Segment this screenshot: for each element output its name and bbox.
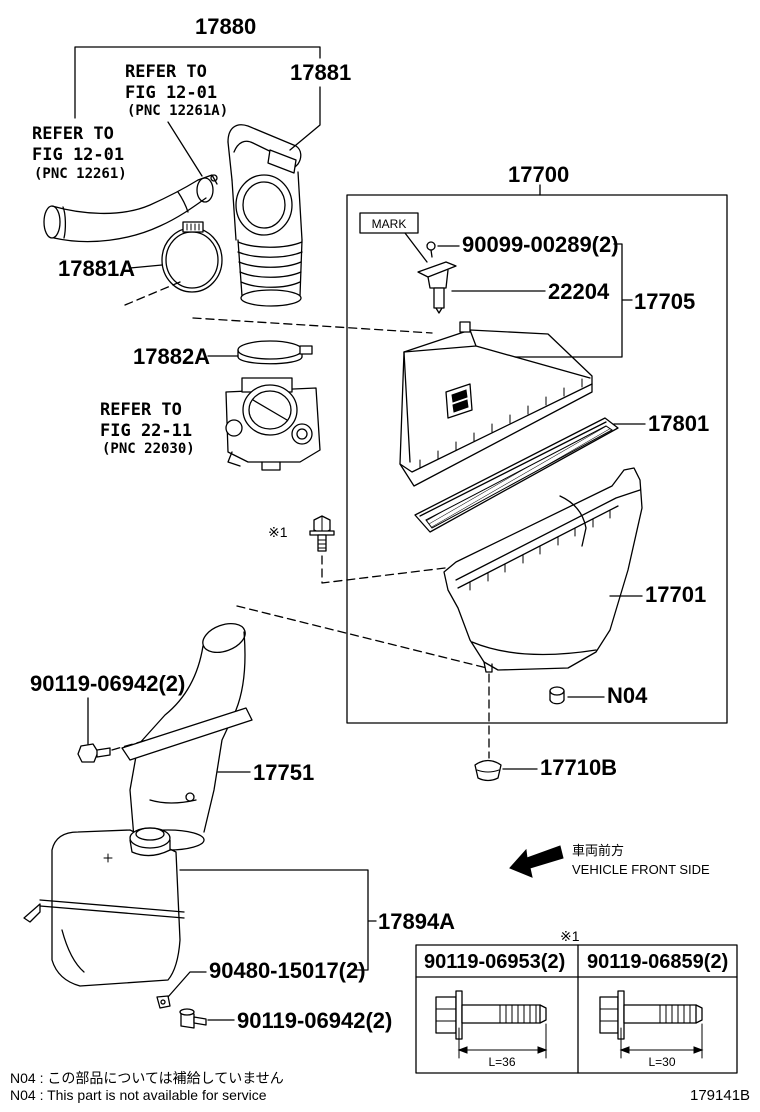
- resonator-17894A-drawing: [23, 827, 185, 987]
- bracket-17705: [514, 243, 633, 358]
- grommet-N04-drawing: [549, 686, 565, 705]
- figure-code: 179141B: [690, 1087, 750, 1104]
- callout-17751: 17751: [253, 760, 314, 785]
- sensor-22204-drawing: [417, 261, 457, 314]
- refer-line2: FIG 12-01: [32, 145, 124, 165]
- leader-90480: [167, 971, 207, 998]
- callout-17701: 17701: [645, 582, 706, 607]
- star-ref-label: ※1: [268, 524, 288, 540]
- callout-22204: 22204: [548, 279, 610, 304]
- callout-17710B: 17710B: [540, 755, 617, 780]
- bolt-table-ref: ※1: [560, 928, 580, 944]
- callout-90119-06942-upper: 90119-06942(2): [30, 671, 185, 696]
- bolt-90119-lower-drawing: [179, 1008, 207, 1029]
- bolt-table: 90119-06953(2) 90119-06859(2) L=36 L=30: [415, 944, 738, 1074]
- bolt-table-header-2: 90119-06859(2): [587, 951, 728, 973]
- assembly-box-17700: [346, 194, 728, 724]
- callout-17881: 17881: [290, 60, 351, 85]
- bolt-length-1: L=36: [488, 1055, 515, 1069]
- refer-note-12261A: REFER TO FIG 12-01 (PNC 12261A): [125, 62, 228, 119]
- vehicle-front-arrow: 車両前方 VEHICLE FRONT SIDE: [509, 843, 710, 878]
- callout-17705: 17705: [634, 289, 695, 314]
- leader-17881A: [129, 264, 163, 269]
- air-cleaner-cap-drawing: [399, 321, 593, 487]
- refer-line3: (PNC 22030): [102, 441, 195, 457]
- air-hose-17881-drawing: [227, 124, 303, 307]
- refer-line1: REFER TO: [125, 62, 207, 82]
- callout-17801: 17801: [648, 411, 709, 436]
- refer-line1: REFER TO: [32, 124, 114, 144]
- callout-N04: N04: [607, 683, 648, 708]
- refer-line3: (PNC 12261A): [127, 103, 228, 119]
- bracket-17894A: [179, 869, 377, 971]
- filter-element-17801-drawing: [414, 417, 619, 533]
- bolt-L36-drawing: [435, 990, 548, 1059]
- clamp-17881A-drawing: [161, 221, 223, 293]
- bolt-90119-upper-drawing: [77, 743, 111, 763]
- air-hose-drawing: [43, 179, 207, 243]
- guide-line-duct: [236, 605, 488, 669]
- lower-case-17701-drawing: [443, 467, 643, 673]
- guide-line-bolt: [321, 555, 446, 584]
- leader-17881: [289, 86, 321, 151]
- callout-17700: 17700: [508, 162, 569, 187]
- refer-note-22030: REFER TO FIG 22-11 (PNC 22030): [100, 400, 195, 457]
- refer-note-12261: REFER TO FIG 12-01 (PNC 12261): [32, 124, 127, 182]
- callout-17880: 17880: [195, 14, 256, 39]
- bolt-L30-drawing: [599, 990, 704, 1059]
- footnote-ja: N04 : この部品については補給していません: [10, 1070, 284, 1086]
- callout-17881A: 17881A: [58, 256, 135, 281]
- refer-line2: FIG 12-01: [125, 83, 217, 103]
- footnote-en: N04 : This part is not available for ser…: [10, 1087, 267, 1103]
- hose-clamp-drawing: [196, 174, 218, 203]
- callout-90119-06942-lower: 90119-06942(2): [237, 1008, 392, 1033]
- callout-17882A: 17882A: [133, 344, 210, 369]
- screw-90099-drawing: [426, 241, 436, 258]
- guide-line-to-cap: [192, 317, 433, 334]
- bolt-star1-drawing: [309, 515, 335, 552]
- leader-12261A: [167, 121, 203, 177]
- throttle-body-drawing: [225, 377, 321, 471]
- callout-90099-00289: 90099-00289(2): [462, 232, 619, 257]
- bracket-17880: [74, 46, 321, 119]
- refer-line1: REFER TO: [100, 400, 182, 420]
- callout-90480-15017: 90480-15017(2): [209, 958, 366, 983]
- callout-17894A: 17894A: [378, 909, 455, 934]
- refer-line2: FIG 22-11: [100, 421, 192, 441]
- band-17882A-drawing: [237, 340, 313, 365]
- mark-label: MARK: [372, 217, 407, 231]
- refer-line3: (PNC 12261): [34, 166, 127, 182]
- grommet-17710B-drawing: [474, 759, 502, 782]
- direction-label-en: VEHICLE FRONT SIDE: [572, 862, 710, 877]
- duct-17751-drawing: [121, 623, 253, 851]
- guide-line-clamp: [124, 281, 181, 306]
- clip-90480-drawing: [156, 995, 171, 1009]
- bolt-length-2: L=30: [648, 1055, 675, 1069]
- direction-label-ja: 車両前方: [572, 843, 624, 858]
- mark-label-box: MARK: [359, 212, 419, 234]
- bolt-table-header-1: 90119-06953(2): [424, 951, 565, 973]
- leader-mark: [404, 232, 428, 263]
